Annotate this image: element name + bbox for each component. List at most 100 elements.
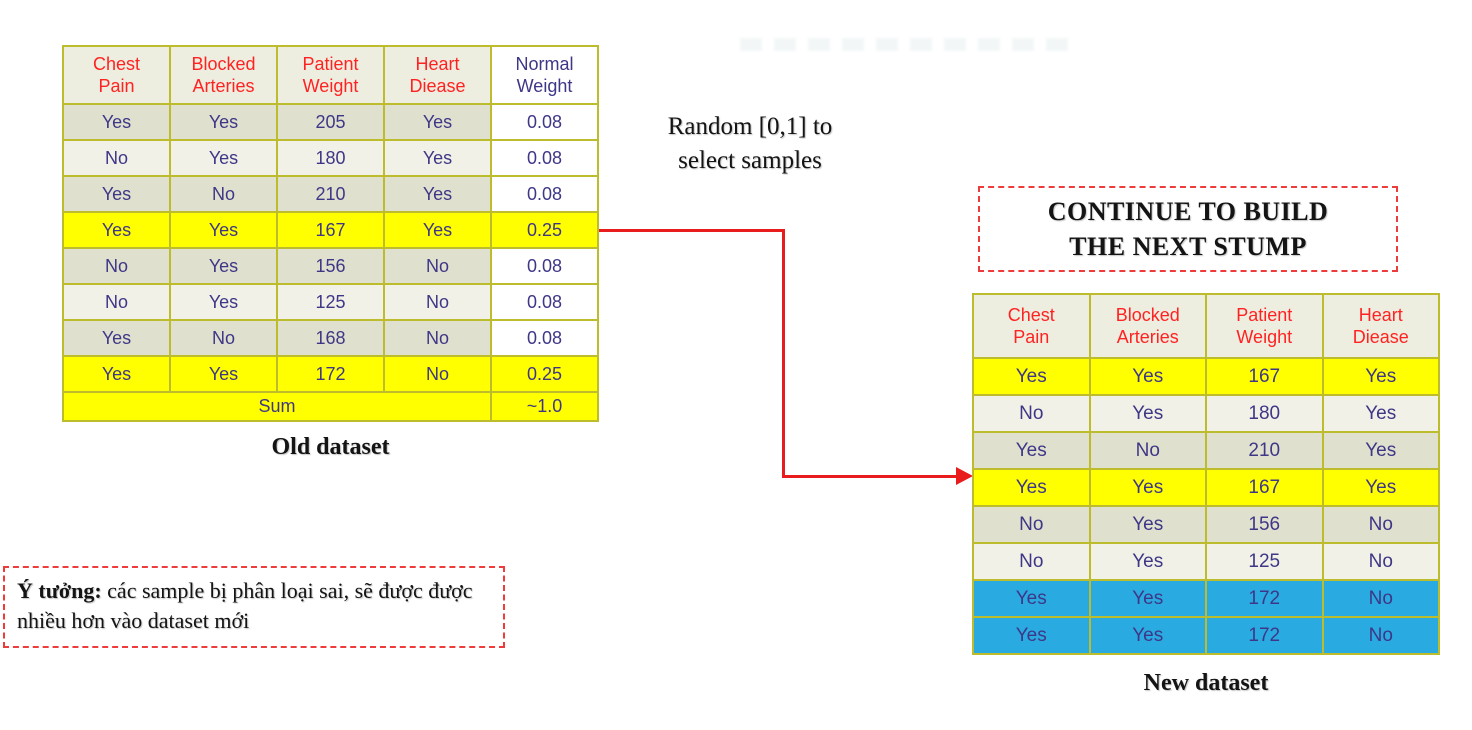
cell: 210	[276, 175, 385, 213]
cell: No	[383, 283, 492, 321]
cell: Yes	[1321, 431, 1440, 470]
cell: 156	[1205, 505, 1324, 544]
column-header: Chest Pain	[972, 293, 1091, 359]
cell: 180	[1205, 394, 1324, 433]
arrow-segment-vertical	[782, 229, 785, 478]
cell: 210	[1205, 431, 1324, 470]
idea-note-text: các sample bị phân loại sai, sẽ được đượ…	[17, 578, 473, 633]
cell: Yes	[383, 139, 492, 177]
cell: No	[972, 542, 1091, 581]
arrow-segment-horizontal-1	[599, 229, 785, 232]
column-header: Blocked Arteries	[1088, 293, 1207, 359]
column-header: Normal Weight	[490, 45, 599, 105]
cell: Yes	[972, 357, 1091, 396]
cell: No	[383, 355, 492, 393]
arrow-segment-horizontal-2	[782, 475, 958, 478]
cell: No	[62, 283, 171, 321]
idea-note-title: Ý tưởng:	[17, 578, 102, 603]
cell: No	[972, 394, 1091, 433]
cell: Yes	[972, 616, 1091, 655]
column-header: Chest Pain	[62, 45, 171, 105]
cell: Yes	[383, 175, 492, 213]
sum-row: Sum~1.0	[62, 391, 599, 422]
cell: 0.08	[490, 139, 599, 177]
cell: 167	[1205, 468, 1324, 507]
cell: Yes	[169, 211, 278, 249]
cell: Yes	[169, 283, 278, 321]
cell: Yes	[62, 211, 171, 249]
cell: Yes	[62, 103, 171, 141]
cell: No	[62, 247, 171, 285]
column-header: Blocked Arteries	[169, 45, 278, 105]
cell: No	[1321, 505, 1440, 544]
cell: Yes	[1088, 357, 1207, 396]
cell: No	[1321, 579, 1440, 618]
cell: Yes	[1088, 579, 1207, 618]
cell: 168	[276, 319, 385, 357]
cell: Yes	[1088, 394, 1207, 433]
cell: Yes	[972, 468, 1091, 507]
column-header: Patient Weight	[1205, 293, 1324, 359]
cell: 125	[276, 283, 385, 321]
cell: 180	[276, 139, 385, 177]
cell: 0.25	[490, 211, 599, 249]
cell: 172	[1205, 579, 1324, 618]
cell: No	[1321, 542, 1440, 581]
cell: No	[1088, 431, 1207, 470]
cell: 172	[276, 355, 385, 393]
cell: Yes	[1088, 468, 1207, 507]
column-header: Heart Diease	[383, 45, 492, 105]
cell: 0.08	[490, 175, 599, 213]
cell: Yes	[62, 355, 171, 393]
cell: 125	[1205, 542, 1324, 581]
sum-label-cell: Sum	[62, 391, 492, 422]
cell: 172	[1205, 616, 1324, 655]
continue-next-stump-box: CONTINUE TO BUILD THE NEXT STUMP	[978, 186, 1398, 272]
cell: No	[383, 247, 492, 285]
cell: Yes	[1088, 542, 1207, 581]
cell: No	[169, 175, 278, 213]
cell: 167	[1205, 357, 1324, 396]
column-header: Patient Weight	[276, 45, 385, 105]
new-dataset-caption: New dataset	[1143, 670, 1269, 696]
cell: Yes	[383, 211, 492, 249]
cell: No	[1321, 616, 1440, 655]
cell: Yes	[169, 247, 278, 285]
cell: Yes	[972, 431, 1091, 470]
cell: No	[169, 319, 278, 357]
idea-note-box: Ý tưởng: các sample bị phân loại sai, sẽ…	[3, 566, 505, 648]
cell: Yes	[1088, 616, 1207, 655]
cell: Yes	[169, 355, 278, 393]
column-header: Heart Diease	[1321, 293, 1440, 359]
continue-next-stump-text: CONTINUE TO BUILD THE NEXT STUMP	[1047, 196, 1329, 261]
cell: 0.08	[490, 283, 599, 321]
cell: 0.08	[490, 319, 599, 357]
cell: 0.25	[490, 355, 599, 393]
arrow-head-icon	[956, 467, 973, 485]
faint-cropped-text-artifact	[740, 38, 1070, 51]
cell: Yes	[383, 103, 492, 141]
cell: Yes	[169, 103, 278, 141]
cell: 205	[276, 103, 385, 141]
